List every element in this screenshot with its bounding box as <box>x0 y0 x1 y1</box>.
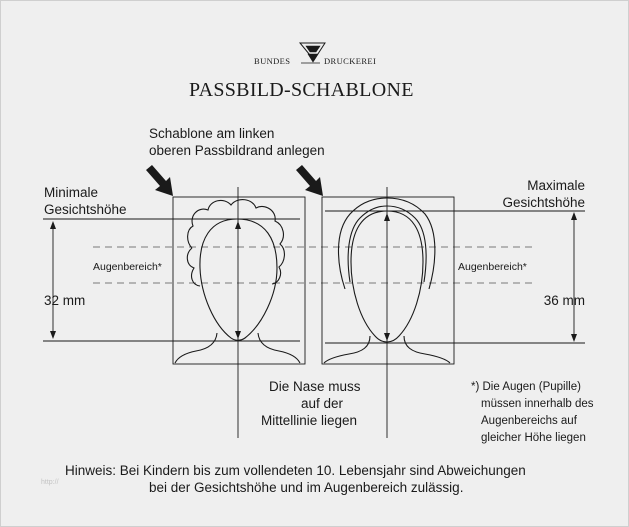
min-height-dimension-arrow <box>50 221 56 339</box>
footnote-line-3: Augenbereichs auf <box>481 415 577 427</box>
instruction-line-2: oberen Passbildrand anlegen <box>149 143 325 158</box>
logo-text-left: BUNDES <box>254 56 291 66</box>
face-outline-right <box>323 197 451 364</box>
instruction-line-1: Schablone am linken <box>149 126 275 141</box>
max-height-label-2: Gesichtshöhe <box>502 195 585 210</box>
min-height-label-1: Minimale <box>44 185 99 200</box>
footnote-line-1: *) Die Augen (Pupille) <box>471 381 581 393</box>
hint-line-1: Hinweis: Bei Kindern bis zum vollendeten… <box>65 463 526 478</box>
eye-area-label-right: Augenbereich* <box>458 261 527 273</box>
hint-line-2: bei der Gesichtshöhe und im Augenbereich… <box>149 480 464 495</box>
footnote-line-4: gleicher Höhe liegen <box>481 432 586 444</box>
eye-area-label-left: Augenbereich* <box>93 261 162 273</box>
nose-note-line-1: Die Nase muss <box>269 379 361 394</box>
max-height-label-1: Maximale <box>527 178 585 193</box>
logo-text-right: DRUCKEREI <box>324 56 377 66</box>
min-height-value: 32 mm <box>44 293 86 308</box>
photo-frame-right <box>321 196 455 365</box>
arrow-down-right-icon-left <box>146 165 173 196</box>
footnote-line-2: müssen innerhalb des <box>481 398 594 410</box>
max-height-value: 36 mm <box>543 293 585 308</box>
photo-frame-left <box>172 196 306 365</box>
arrow-down-right-icon-right <box>296 165 323 196</box>
nose-note-line-3: Mittellinie liegen <box>261 413 358 428</box>
face-height-arrow-right <box>384 213 390 341</box>
eagle-logo-icon <box>298 42 326 63</box>
page-title: PASSBILD-SCHABLONE <box>189 79 414 101</box>
max-height-dimension-arrow <box>571 212 577 342</box>
min-height-label-2: Gesichtshöhe <box>44 202 127 217</box>
nose-note-line-2: auf der <box>301 396 344 411</box>
watermark-text: http:// <box>41 479 59 486</box>
face-height-arrow-left <box>235 221 241 339</box>
face-outline-left <box>174 199 301 364</box>
